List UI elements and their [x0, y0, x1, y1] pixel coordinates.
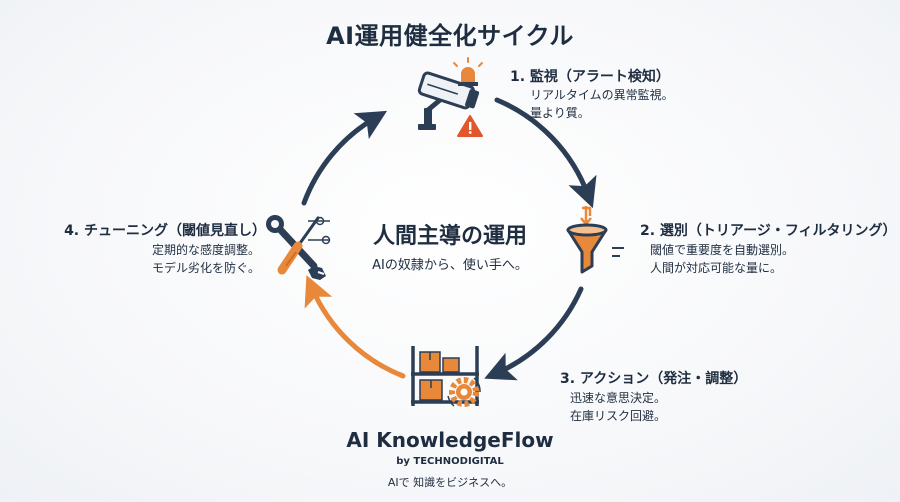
arrow-triage-to-action	[484, 286, 584, 381]
arrow-tuning-to-monitor	[301, 110, 388, 206]
security-camera-icon	[417, 57, 483, 137]
sliders-icon	[308, 216, 331, 245]
step-2-description: 閾値で重要度を自動選別。 人間が対応可能な量に。	[650, 241, 794, 277]
screwdriver-icon	[277, 216, 320, 275]
arrow-monitor-to-triage	[494, 97, 597, 209]
tools-icon	[266, 215, 331, 280]
step-4-line-2: モデル劣化を防ぐ。	[151, 261, 260, 275]
step-1-description: リアルタイムの異常監視。 量より質。	[530, 86, 674, 122]
gear-icon	[449, 377, 479, 407]
center-subtitle: AIの奴隷から、使い手へ。	[372, 258, 528, 273]
step-2-line-2: 人間が対応可能な量に。	[650, 261, 783, 275]
step-2-title: 2. 選別（トリアージ・フィルタリング）	[640, 223, 897, 239]
funnel-icon	[566, 206, 624, 274]
brand-byline: by TECHNODIGITAL	[396, 456, 504, 467]
step-3-line-2: 在庫リスク回避。	[570, 409, 667, 423]
step-3-description: 迅速な意思決定。 在庫リスク回避。	[570, 389, 666, 425]
step-2-line-1: 閾値で重要度を自動選別。	[650, 243, 795, 257]
inventory-shelf-icon	[411, 346, 481, 407]
step-1-line-1: リアルタイムの異常監視。	[530, 88, 674, 102]
step-3-line-1: 迅速な意思決定。	[570, 391, 667, 405]
step-3-title: 3. アクション（発注・調整）	[560, 371, 748, 387]
step-4-title: 4. チューニング（閾値見直し）	[64, 223, 266, 239]
step-4-line-1: 定期的な感度調整。	[151, 243, 260, 257]
step-1-line-2: 量より質。	[530, 106, 590, 120]
center-title: 人間主導の運用	[372, 224, 527, 249]
alarm-light-icon	[453, 57, 483, 86]
page-title: AI運用健全化サイクル	[326, 22, 574, 50]
step-4-description: 定期的な感度調整。 モデル劣化を防ぐ。	[30, 241, 260, 277]
warning-icon	[457, 115, 483, 137]
brand-tagline: AIで 知識をビジネスへ。	[387, 476, 513, 489]
arrow-action-to-tuning	[304, 275, 406, 379]
step-1-title: 1. 監視（アラート検知）	[510, 69, 670, 85]
brand-name: AI KnowledgeFlow	[346, 428, 554, 452]
